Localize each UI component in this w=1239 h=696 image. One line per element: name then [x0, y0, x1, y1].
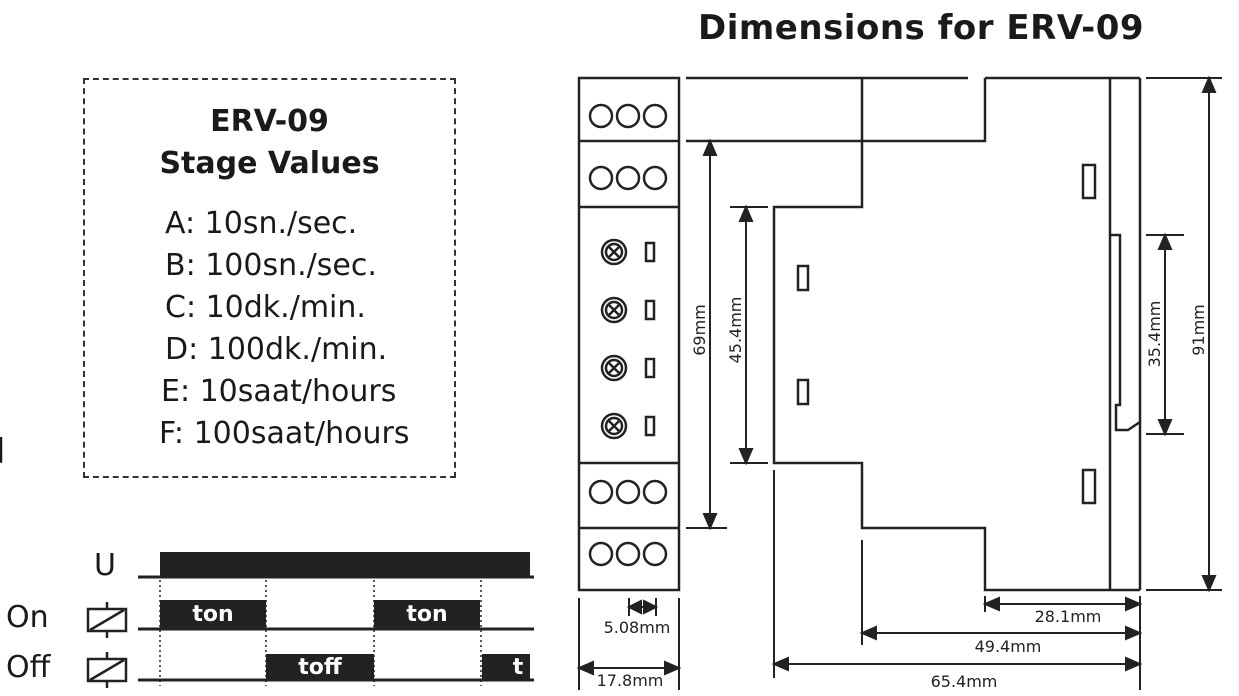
relay-front-view: [577, 76, 681, 592]
off-segment-label-2: t: [513, 655, 524, 680]
indicator-window-3: [644, 357, 656, 379]
terminal-row-4: [588, 541, 668, 567]
knob-icon-2: [600, 296, 628, 324]
knob-icon-1: [600, 238, 628, 266]
relay-side-profile: [686, 76, 1142, 592]
terminal-row-2: [588, 165, 668, 191]
dim-label-91mm: 91mm: [1189, 304, 1208, 356]
stage-box-subtitle: Stage Values: [159, 146, 380, 181]
timing-diagram: ton ton toff t: [86, 552, 534, 688]
knob-icon-3: [600, 354, 628, 382]
page-title: Dimensions for ERV-09: [698, 8, 1145, 48]
dim-label-49-4mm: 49.4mm: [975, 637, 1042, 656]
terminal-row-3: [588, 479, 668, 505]
off-segment-label-1: toff: [298, 655, 343, 680]
stage-value-d: D: 100dk./min.: [165, 332, 388, 367]
stage-value-c: C: 10dk./min.: [165, 290, 366, 325]
cropped-edge-text: l: [0, 432, 6, 472]
timing-label-u: U: [94, 548, 116, 583]
dim-label-35-4mm: 35.4mm: [1145, 301, 1164, 368]
relay-coil-icon-on: [86, 602, 128, 638]
timing-label-off: Off: [6, 650, 51, 685]
dim-label-45-4mm: 45.4mm: [726, 297, 745, 364]
dim-label-28-1mm: 28.1mm: [1035, 607, 1102, 626]
stage-value-f: F: 100saat/hours: [159, 416, 410, 451]
dim-label-17-8mm: 17.8mm: [597, 671, 664, 690]
off-segment-1: [266, 654, 374, 680]
on-segment-label-1: ton: [192, 602, 233, 627]
dim-label-69mm: 69mm: [690, 304, 709, 356]
dim-label-65-4mm: 65.4mm: [931, 672, 998, 691]
relay-coil-icon-off: [86, 652, 128, 688]
stage-value-e: E: 10saat/hours: [161, 374, 397, 409]
on-segment-1: [160, 600, 266, 629]
indicator-window-1: [644, 241, 656, 263]
stage-values-box: ERV-09 Stage Values A: 10sn./sec. B: 100…: [83, 78, 456, 478]
on-segment-2: [374, 600, 480, 629]
dim-label-5-08mm: 5.08mm: [604, 618, 671, 637]
stage-value-a: A: 10sn./sec.: [165, 206, 358, 241]
indicator-window-2: [644, 299, 656, 321]
supply-bar: [160, 552, 530, 577]
stage-box-title: ERV-09: [210, 104, 329, 139]
terminal-row-1: [588, 103, 668, 129]
knob-icon-4: [600, 412, 628, 440]
timing-label-on: On: [6, 600, 49, 635]
indicator-window-4: [644, 415, 656, 437]
off-segment-2: [482, 654, 530, 680]
stage-value-b: B: 100sn./sec.: [165, 248, 377, 283]
on-segment-label-2: ton: [406, 602, 447, 627]
